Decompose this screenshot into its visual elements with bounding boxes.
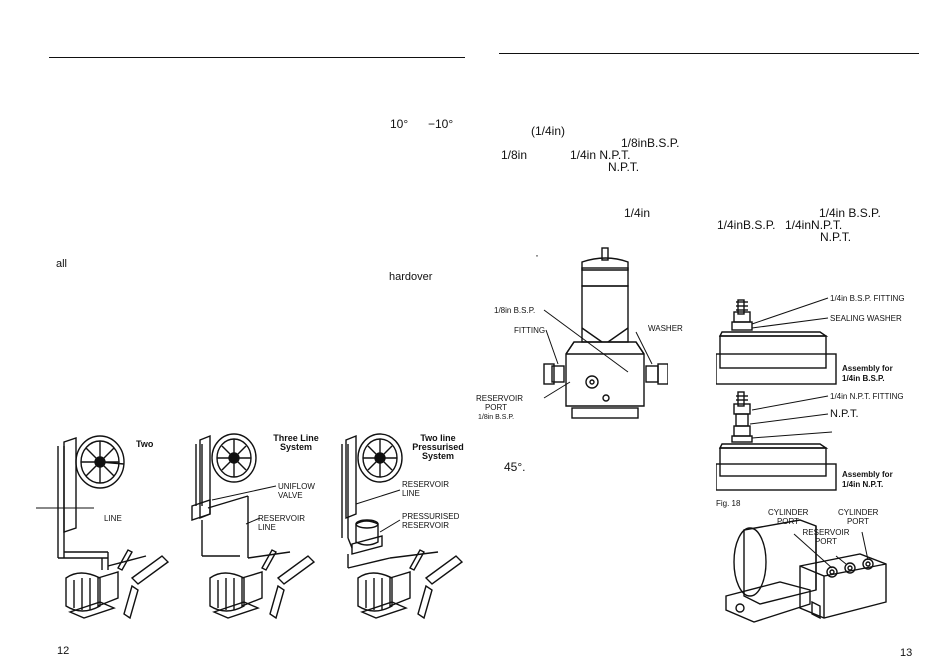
text-fragment: (1/4in)	[531, 124, 566, 138]
assembly-bsp-figure: 1/4in B.S.P. FITTING SEALING WASHER Asse…	[716, 292, 936, 386]
pump-figure: 1/8in B.S.P. FITTING WASHER RESERVOIR PO…	[476, 246, 683, 432]
system-diagram-pressurised-art	[341, 433, 464, 620]
text-fragment: 1/4inB.S.P.	[717, 218, 776, 232]
system-title-text: Two line Pressurised System	[412, 433, 464, 461]
fig18-label: RESERVOIR PORT	[802, 528, 850, 546]
system-label: LINE	[104, 514, 122, 523]
text-fragment: N.P.T.	[820, 230, 852, 244]
pump-label: RESERVOIR PORT	[476, 394, 523, 412]
assembly-label: N.P.T.	[830, 408, 859, 420]
pump-figure-art	[543, 247, 668, 419]
text-fragment: 1/4inN.P.T.	[785, 218, 843, 232]
system-label: UNIFLOW VALVE	[278, 482, 315, 500]
system-diagram-three-line-art	[191, 433, 316, 620]
assembly-caption: 1/4in B.S.P.	[842, 374, 885, 383]
text-fragment: 1/4in N.P.T.	[570, 148, 631, 162]
text-fragment: 1/8inB.S.P.	[621, 136, 680, 150]
assembly-npt-figure: 1/4in N.P.T. FITTING N.P.T. Assembly for…	[716, 388, 936, 492]
fig18-motor-unit: CYLINDER PORT CYLINDER PORT RESERVOIR PO…	[720, 506, 910, 642]
system-label: RESERVOIR LINE	[258, 514, 305, 532]
text-fragment: 1/8in	[501, 148, 528, 162]
pump-label: 1/8in B.S.P.	[478, 414, 515, 421]
system-title: Two	[136, 439, 154, 449]
assembly-label: SEALING WASHER	[830, 314, 902, 323]
page-number: 13	[900, 647, 913, 659]
text-fragment: all	[56, 258, 68, 270]
assembly-bsp-art	[716, 297, 837, 385]
left-page: 10° −10° all hardover	[36, 57, 474, 657]
page-number: 12	[57, 645, 70, 657]
text-fragment: 1/4in B.S.P.	[819, 206, 881, 220]
text-fragment: 45°.	[504, 460, 526, 474]
assembly-caption: 1/4in N.P.T.	[842, 480, 884, 489]
pump-label: 1/8in B.S.P.	[494, 306, 536, 315]
system-diagram-pressurised: Two line Pressurised System RESERVOIR LI…	[334, 428, 474, 638]
system-title: Three Line System	[268, 434, 324, 452]
text-fragment: 1/4in	[624, 206, 651, 220]
text-fragment: hardover	[389, 271, 433, 283]
top-rule	[499, 53, 919, 54]
pump-label: FITTING	[514, 326, 546, 335]
right-page: (1/4in) 1/8inB.S.P. 1/8in 1/4in N.P.T. N…	[474, 0, 948, 664]
text-fragment: 10°	[390, 117, 409, 131]
system-diagram-two-line: Two LINE	[36, 428, 176, 638]
assembly-label: 1/4in N.P.T. FITTING	[830, 392, 904, 401]
assembly-caption: Assembly for	[842, 470, 893, 479]
system-diagram-two-line-art	[36, 435, 170, 620]
system-label: PRESSURISED RESERVOIR	[402, 512, 460, 530]
fig18-label: CYLINDER PORT	[838, 508, 879, 526]
system-title: Two line Pressurised System	[408, 434, 468, 461]
assembly-npt-art	[716, 391, 837, 491]
assembly-caption: Assembly for	[842, 364, 893, 373]
system-diagram-three-line: Three Line System UNIFLOW VALVE RESERVOI…	[186, 428, 326, 638]
fig18-label: CYLINDER PORT	[768, 508, 809, 526]
top-rule	[49, 57, 465, 58]
fig18-motor-art	[725, 519, 887, 623]
pump-label: WASHER	[648, 324, 683, 333]
figure-caption: Fig. 18	[716, 499, 741, 508]
system-title-text: Three Line System	[273, 433, 319, 452]
text-fragment: −10°	[428, 117, 454, 131]
assembly-label: 1/4in B.S.P. FITTING	[830, 294, 905, 303]
text-fragment: ·	[535, 248, 539, 262]
text-fragment: N.P.T.	[608, 160, 640, 174]
system-label: RESERVOIR LINE	[402, 480, 449, 498]
